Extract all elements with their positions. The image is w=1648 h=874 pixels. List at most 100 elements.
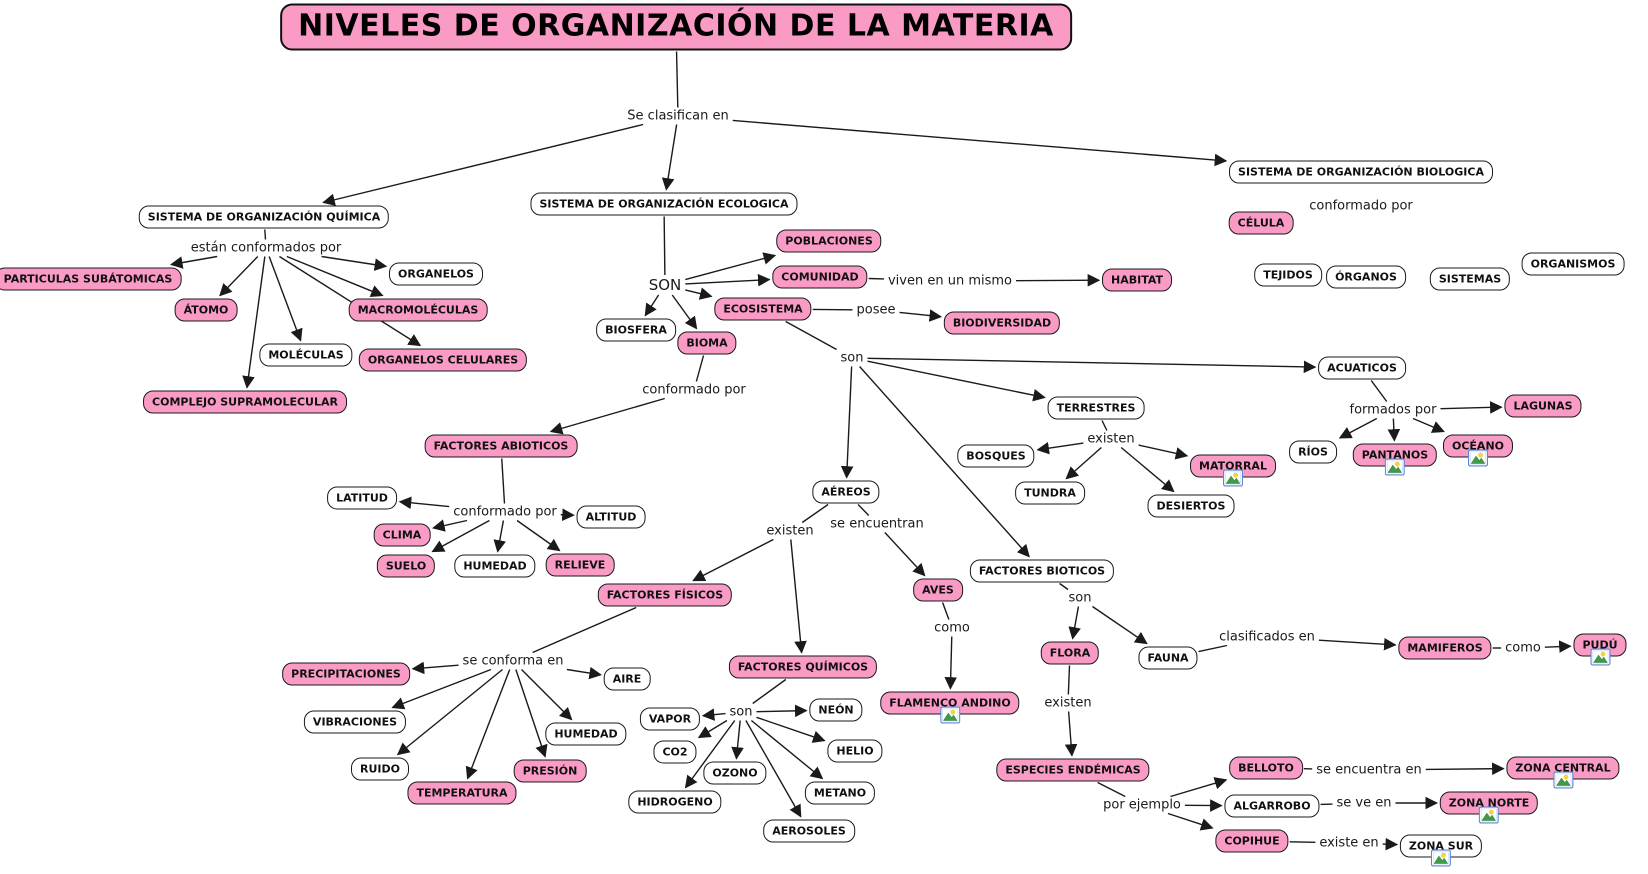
- link-phrase-l_como_a[interactable]: como: [931, 620, 973, 636]
- concept-node-aves[interactable]: AVES: [913, 578, 963, 602]
- link-phrase-l_por_ej[interactable]: por ejemplo: [1100, 797, 1184, 813]
- concept-node-aerosoles[interactable]: AEROSOLES: [763, 819, 855, 843]
- concept-node-tundra[interactable]: TUNDRA: [1015, 481, 1085, 505]
- concept-node-acuaticos[interactable]: ACUATICOS: [1318, 356, 1406, 380]
- concept-node-fauna[interactable]: FAUNA: [1138, 646, 1198, 670]
- resource-image-icon[interactable]: [1479, 806, 1499, 824]
- concept-node-terrestres[interactable]: TERRESTRES: [1047, 396, 1145, 420]
- link-phrase-l_se_conf[interactable]: se conforma en: [459, 653, 567, 669]
- concept-node-altitud[interactable]: ALTITUD: [576, 505, 646, 529]
- concept-node-ecosistema[interactable]: ECOSISTEMA: [714, 297, 812, 321]
- concept-node-humedad2[interactable]: HUMEDAD: [545, 722, 627, 746]
- concept-node-aire[interactable]: AIRE: [603, 667, 651, 691]
- link-phrase-l_conf_bioma[interactable]: conformado por: [639, 382, 749, 398]
- concept-node-bosques[interactable]: BOSQUES: [957, 444, 1035, 468]
- link-phrase-l_clasifican[interactable]: Se clasifican en: [624, 108, 732, 124]
- link-phrase-l_existe_en[interactable]: existe en: [1316, 835, 1382, 851]
- concept-node-matorral[interactable]: MATORRAL: [1190, 454, 1276, 487]
- concept-node-desiertos[interactable]: DESIERTOS: [1147, 494, 1235, 518]
- link-phrase-l_conf_bio[interactable]: conformado por: [1306, 198, 1416, 214]
- concept-node-belloto[interactable]: BELLOTO: [1229, 756, 1303, 780]
- link-phrase-l_son2[interactable]: son: [837, 350, 867, 366]
- link-phrase-l_se_enc_en[interactable]: se encuentra en: [1313, 762, 1425, 778]
- concept-node-fact_quimicos[interactable]: FACTORES QUÍMICOS: [728, 655, 878, 679]
- concept-node-temperatura[interactable]: TEMPERATURA: [407, 781, 517, 805]
- link-phrase-l_conf_quim[interactable]: están conformados por: [187, 240, 345, 256]
- concept-node-flamenco[interactable]: FLAMENCO ANDINO: [880, 691, 1020, 724]
- link-phrase-l_formados[interactable]: formados por: [1346, 402, 1440, 418]
- concept-node-biodiversidad[interactable]: BIODIVERSIDAD: [943, 311, 1061, 335]
- concept-node-precipitaciones[interactable]: PRECIPITACIONES: [282, 662, 410, 686]
- link-phrase-l_son4[interactable]: son: [726, 704, 756, 720]
- concept-node-complejo[interactable]: COMPLEJO SUPRAMOLECULAR: [143, 390, 347, 414]
- concept-node-ecologica[interactable]: SISTEMA DE ORGANIZACIÓN ECOLOGICA: [530, 192, 798, 216]
- concept-node-celula[interactable]: CÉLULA: [1228, 211, 1294, 235]
- concept-node-fact_abioticos[interactable]: FACTORES ABIOTICOS: [424, 434, 578, 458]
- link-phrase-l_existen_f[interactable]: existen: [1041, 695, 1095, 711]
- concept-node-flora[interactable]: FLORA: [1040, 641, 1100, 665]
- concept-node-lagunas[interactable]: LAGUNAS: [1504, 394, 1582, 418]
- concept-node-macromoleculas[interactable]: MACROMOLÉCULAS: [348, 298, 488, 322]
- resource-image-icon[interactable]: [1384, 458, 1405, 476]
- concept-node-organos[interactable]: ÓRGANOS: [1326, 265, 1406, 289]
- concept-node-metano[interactable]: METANO: [804, 781, 876, 805]
- concept-node-pantanos[interactable]: PANTANOS: [1352, 443, 1438, 476]
- resource-image-icon[interactable]: [1467, 449, 1488, 467]
- concept-node-tejidos[interactable]: TEJIDOS: [1254, 263, 1322, 287]
- concept-node-pudu[interactable]: PUDÚ: [1573, 633, 1627, 666]
- concept-node-algarrobo[interactable]: ALGARROBO: [1224, 794, 1320, 818]
- concept-node-co2[interactable]: CO2: [653, 740, 697, 764]
- resource-image-icon[interactable]: [1552, 771, 1573, 789]
- concept-node-organelos[interactable]: ORGANELOS: [389, 262, 483, 286]
- concept-node-habitat[interactable]: HABITAT: [1101, 268, 1173, 292]
- resource-image-icon[interactable]: [1430, 849, 1451, 867]
- concept-node-biologica[interactable]: SISTEMA DE ORGANIZACIÓN BIOLOGICA: [1229, 160, 1493, 184]
- concept-node-comunidad[interactable]: COMUNIDAD: [772, 265, 868, 289]
- concept-node-organelos_cel[interactable]: ORGANELOS CELULARES: [358, 348, 528, 372]
- concept-node-vibraciones[interactable]: VIBRACIONES: [303, 710, 407, 734]
- resource-image-icon[interactable]: [1223, 469, 1243, 487]
- concept-node-oceano[interactable]: OCÉANO: [1442, 434, 1514, 467]
- concept-node-ruido[interactable]: RUIDO: [351, 757, 409, 781]
- resource-image-icon[interactable]: [940, 706, 960, 724]
- concept-node-clima[interactable]: CLIMA: [373, 523, 431, 547]
- concept-node-organismos[interactable]: ORGANISMOS: [1521, 252, 1625, 276]
- resource-image-icon[interactable]: [1590, 648, 1610, 666]
- link-phrase-l_se_enc[interactable]: se encuentran: [827, 516, 927, 532]
- concept-node-zona_central[interactable]: ZONA CENTRAL: [1506, 756, 1620, 789]
- link-phrase-l_existen_t[interactable]: existen: [1084, 431, 1138, 447]
- concept-node-fact_fisicos[interactable]: FACTORES FÍSICOS: [597, 583, 733, 607]
- concept-node-zona_sur[interactable]: ZONA SUR: [1399, 834, 1483, 867]
- concept-node-moleculas[interactable]: MOLÉCULAS: [259, 343, 353, 367]
- concept-node-quimica[interactable]: SISTEMA DE ORGANIZACIÓN QUÍMICA: [138, 205, 390, 229]
- concept-node-poblaciones[interactable]: POBLACIONES: [776, 229, 882, 253]
- concept-node-zona_norte[interactable]: ZONA NORTE: [1439, 791, 1539, 824]
- link-phrase-l_posee[interactable]: posee: [853, 302, 899, 318]
- concept-node-rios[interactable]: RÍOS: [1289, 440, 1337, 464]
- concept-node-sistemas[interactable]: SISTEMAS: [1429, 267, 1511, 291]
- concept-node-particulas[interactable]: PARTICULAS SUBÁTOMICAS: [0, 267, 182, 291]
- concept-node-latitud[interactable]: LATITUD: [327, 486, 397, 510]
- concept-node-presion[interactable]: PRESIÓN: [513, 759, 587, 783]
- link-phrase-l_son1[interactable]: SON: [645, 276, 685, 294]
- concept-node-humedad1[interactable]: HUMEDAD: [454, 554, 536, 578]
- concept-node-copihue[interactable]: COPIHUE: [1215, 829, 1289, 853]
- concept-node-suelo[interactable]: SUELO: [376, 554, 436, 578]
- title[interactable]: NIVELES DE ORGANIZACIÓN DE LA MATERIA: [280, 3, 1072, 51]
- concept-node-neon[interactable]: NEÓN: [809, 698, 863, 722]
- concept-node-hidrogeno[interactable]: HIDROGENO: [628, 790, 722, 814]
- link-phrase-l_son3[interactable]: son: [1065, 590, 1095, 606]
- concept-node-fact_bioticos[interactable]: FACTORES BIOTICOS: [969, 559, 1115, 583]
- concept-node-aereos[interactable]: AÉREOS: [812, 480, 880, 504]
- concept-node-vapor[interactable]: VAPOR: [639, 707, 701, 731]
- link-phrase-l_como_m[interactable]: como: [1502, 640, 1544, 656]
- concept-node-atomo[interactable]: ÁTOMO: [174, 298, 238, 322]
- concept-node-mamiferos[interactable]: MAMIFEROS: [1398, 636, 1492, 660]
- concept-node-helio[interactable]: HELIO: [827, 739, 883, 763]
- concept-node-biosfera[interactable]: BIOSFERA: [596, 318, 676, 342]
- concept-node-ozono[interactable]: OZONO: [703, 761, 767, 785]
- link-phrase-l_existen_a[interactable]: existen: [763, 523, 817, 539]
- concept-node-relieve[interactable]: RELIEVE: [545, 553, 615, 577]
- link-phrase-l_conf_abio[interactable]: conformado por: [450, 504, 560, 520]
- link-phrase-l_se_ve[interactable]: se ve en: [1333, 795, 1395, 811]
